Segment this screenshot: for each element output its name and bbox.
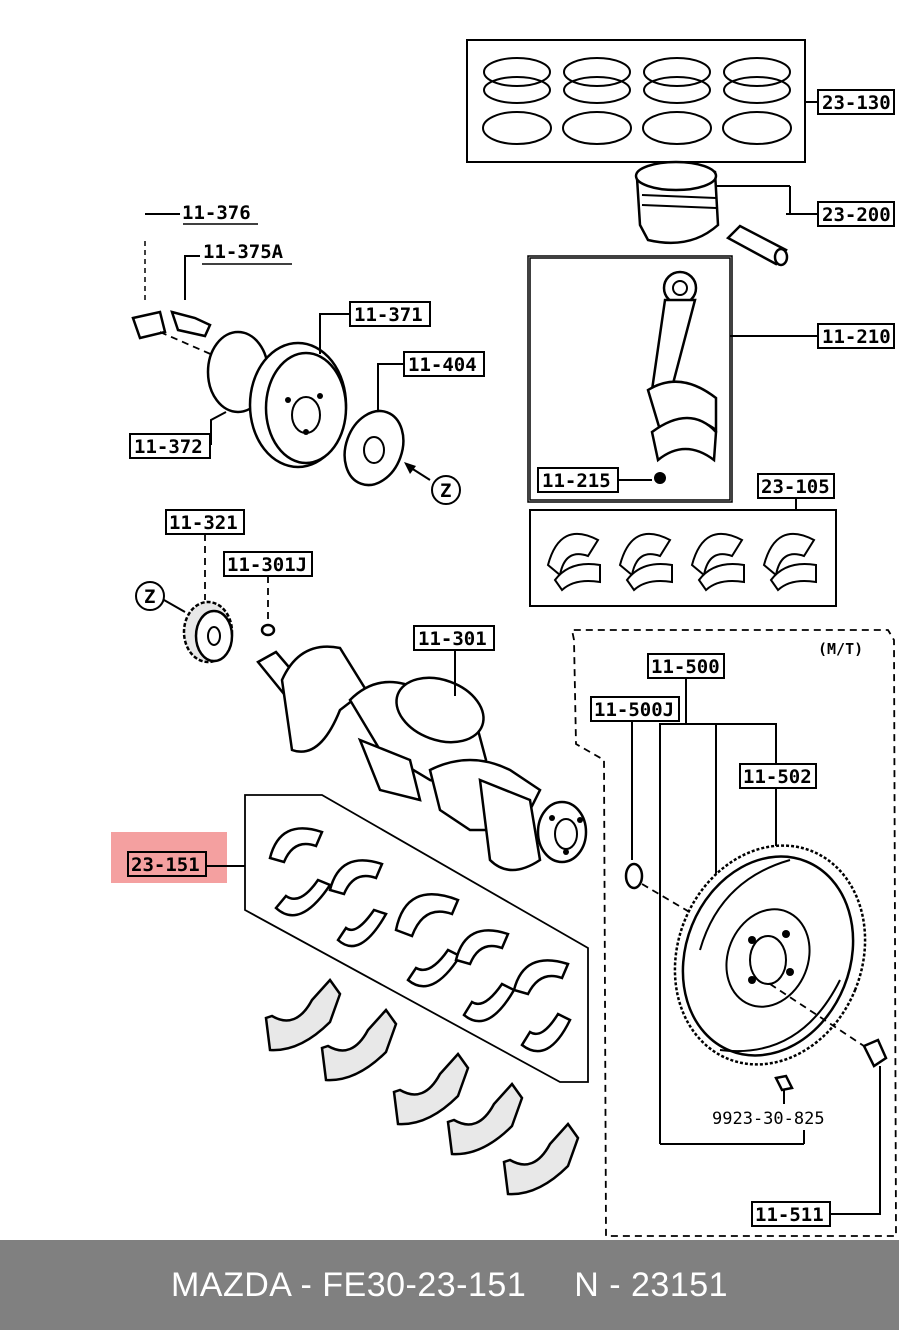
label-box-11371 <box>349 301 431 327</box>
flywheel-bolt-illustration <box>862 1038 888 1068</box>
pilot-bearing-illustration <box>624 862 644 890</box>
part-label-11404: 11-404 <box>408 354 477 376</box>
main-bearings-illustration <box>268 827 572 1053</box>
part-label-11375a: 11-375A <box>203 241 284 263</box>
crank-pulley-illustration <box>206 330 348 469</box>
footer-bar: MAZDA - FE30-23-151 N - 23151 <box>0 1240 899 1330</box>
key-illustration <box>260 623 276 637</box>
part-label-11215: 11-215 <box>542 470 611 492</box>
mt-label: (M/T) <box>818 640 863 658</box>
exploded-parts-diagram: 23-130 23-200 11-210 11-215 <box>111 39 897 1237</box>
label-box-11511 <box>751 1201 831 1227</box>
pulley-bolts-illustration <box>131 310 216 357</box>
part-label-9923: 9923-30-825 <box>712 1109 825 1129</box>
part-label-11301j: 11-301J <box>227 554 307 576</box>
part-label-11511: 11-511 <box>755 1204 824 1226</box>
label-box-11215 <box>537 467 619 493</box>
part-label-11376: 11-376 <box>182 202 251 224</box>
highlight-23151 <box>111 832 227 883</box>
z-marker-top <box>431 475 461 505</box>
part-label-23151: 23-151 <box>131 854 200 876</box>
part-label-11321: 11-321 <box>169 512 238 534</box>
label-box-23105 <box>757 473 835 499</box>
label-box-11301j <box>223 551 313 577</box>
label-box-11502 <box>739 763 817 789</box>
part-label-11500j: 11-500J <box>594 699 674 721</box>
part-label-23200: 23-200 <box>822 204 891 226</box>
part-label-11500: 11-500 <box>651 656 720 678</box>
label-box-11321 <box>165 509 245 535</box>
z-marker-top-label: Z <box>440 480 451 502</box>
footer-oem-reference: N - 23151 <box>574 1265 729 1304</box>
z-marker-bottom <box>135 581 165 611</box>
main-bearing-caps-illustration <box>264 978 580 1196</box>
part-label-11372: 11-372 <box>134 436 203 458</box>
label-box-23200 <box>817 201 895 227</box>
label-box-11372 <box>129 433 211 459</box>
connecting-rod-illustration <box>527 255 733 503</box>
rod-bearings-illustration <box>529 509 837 607</box>
label-box-11500j <box>590 696 680 722</box>
footer-part-reference: MAZDA - FE30-23-151 <box>170 1265 527 1304</box>
dowel-pin-illustration <box>774 1074 794 1092</box>
part-label-11301: 11-301 <box>418 628 487 650</box>
part-label-11502: 11-502 <box>743 766 812 788</box>
crankshaft-illustration <box>256 645 588 872</box>
piston-illustration <box>634 160 789 267</box>
label-box-11404 <box>403 351 485 377</box>
z-marker-bottom-label: Z <box>144 586 155 608</box>
key-plate-illustration <box>343 409 405 487</box>
label-box-23130 <box>817 89 895 115</box>
part-label-11210: 11-210 <box>822 326 891 348</box>
piston-rings-illustration <box>466 39 806 163</box>
flywheel-illustration <box>673 844 867 1066</box>
part-label-23105: 23-105 <box>761 476 830 498</box>
label-box-11210 <box>817 323 895 349</box>
label-box-23151 <box>127 851 207 877</box>
part-label-23130: 23-130 <box>822 92 891 114</box>
label-box-11301 <box>413 625 495 651</box>
part-label-11371: 11-371 <box>354 304 423 326</box>
crank-timing-gear-illustration <box>182 600 234 664</box>
mt-group-outline <box>570 629 897 1237</box>
